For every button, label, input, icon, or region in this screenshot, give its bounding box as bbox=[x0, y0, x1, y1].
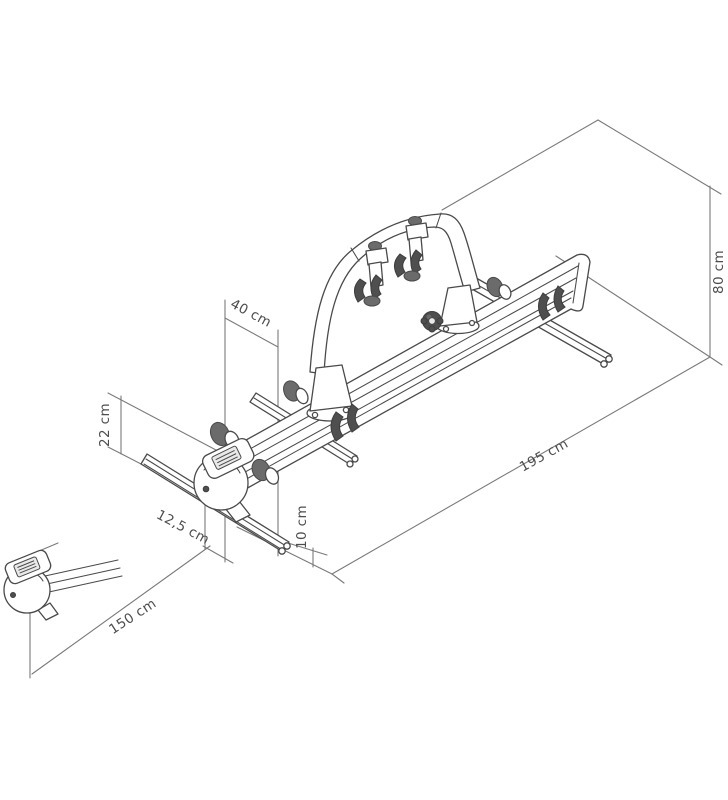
end-cap-rivet bbox=[10, 592, 16, 598]
end-cap-rivet bbox=[202, 485, 210, 493]
dimension-label-195cm: 195 cm bbox=[517, 436, 571, 476]
end-cap-label bbox=[211, 445, 242, 470]
dimension-label-40cm: 40 cm bbox=[228, 296, 274, 331]
holder-collar bbox=[405, 222, 429, 241]
arch-joint-line bbox=[435, 212, 442, 229]
wheel-holder-2 bbox=[538, 285, 566, 321]
dim-80-bottom-tick bbox=[709, 356, 723, 366]
holder-knob bbox=[363, 295, 381, 307]
holder-jaw bbox=[410, 249, 423, 275]
dimension-label-12-5cm: 12,5 cm bbox=[154, 507, 212, 548]
arch-foot-right bbox=[436, 284, 480, 335]
dim-150-line bbox=[31, 545, 211, 675]
dim-40-line bbox=[224, 317, 279, 348]
holder-knob bbox=[403, 270, 421, 282]
arch-foot-left bbox=[306, 364, 354, 422]
wheel-hook bbox=[538, 292, 551, 321]
star-knob-5 bbox=[486, 276, 512, 300]
bounding-box-lines bbox=[12, 119, 722, 584]
holder-collar bbox=[365, 247, 389, 266]
rail-end-tube bbox=[283, 542, 291, 550]
ground-corner-tick bbox=[331, 573, 345, 584]
dimension-label-10cm: 10 cm bbox=[294, 505, 310, 549]
holder-jaw bbox=[394, 253, 407, 278]
star-knob-2 bbox=[283, 380, 309, 405]
wheel-hook bbox=[330, 411, 344, 442]
dimension-labels: 40 cm 80 cm 22 cm 12,5 cm 10 cm 195 cm 1… bbox=[97, 250, 727, 638]
rail-end-tube bbox=[351, 455, 359, 463]
dimension-80cm-lines bbox=[709, 185, 723, 366]
wheel-hook bbox=[553, 285, 566, 313]
arch-joint-line bbox=[350, 247, 360, 262]
dim-195-line bbox=[331, 356, 711, 575]
star-knob-3 bbox=[251, 458, 280, 485]
left-end-cap bbox=[193, 437, 255, 523]
rail-end-tube bbox=[346, 460, 354, 468]
box-top-edge-left bbox=[441, 119, 599, 211]
wheel-holder-1 bbox=[330, 403, 360, 442]
bar-end-face bbox=[572, 262, 580, 304]
dim-10-extension-top bbox=[287, 542, 328, 556]
end-cap-label bbox=[13, 556, 41, 578]
dimension-195cm-lines bbox=[331, 356, 711, 575]
box-top-edge-right bbox=[597, 119, 722, 195]
dimension-label-22cm: 22 cm bbox=[97, 403, 113, 447]
rail-end-tube bbox=[605, 355, 613, 363]
star-knob-4 bbox=[420, 311, 444, 333]
holder-jaw bbox=[370, 274, 383, 300]
frame-holder-2 bbox=[394, 216, 429, 282]
dim-12-5-line bbox=[202, 545, 234, 564]
rail-end-tube bbox=[278, 547, 286, 555]
rail-end-tube bbox=[600, 360, 608, 368]
dimension-10cm-lines bbox=[287, 542, 328, 568]
dimension-150cm-lines bbox=[29, 545, 211, 679]
frame-holder-1 bbox=[354, 241, 389, 307]
holder-jaw bbox=[354, 278, 367, 303]
dimension-label-80cm: 80 cm bbox=[711, 250, 727, 294]
detached-end-cap bbox=[3, 549, 123, 621]
wheel-hook bbox=[347, 403, 360, 433]
